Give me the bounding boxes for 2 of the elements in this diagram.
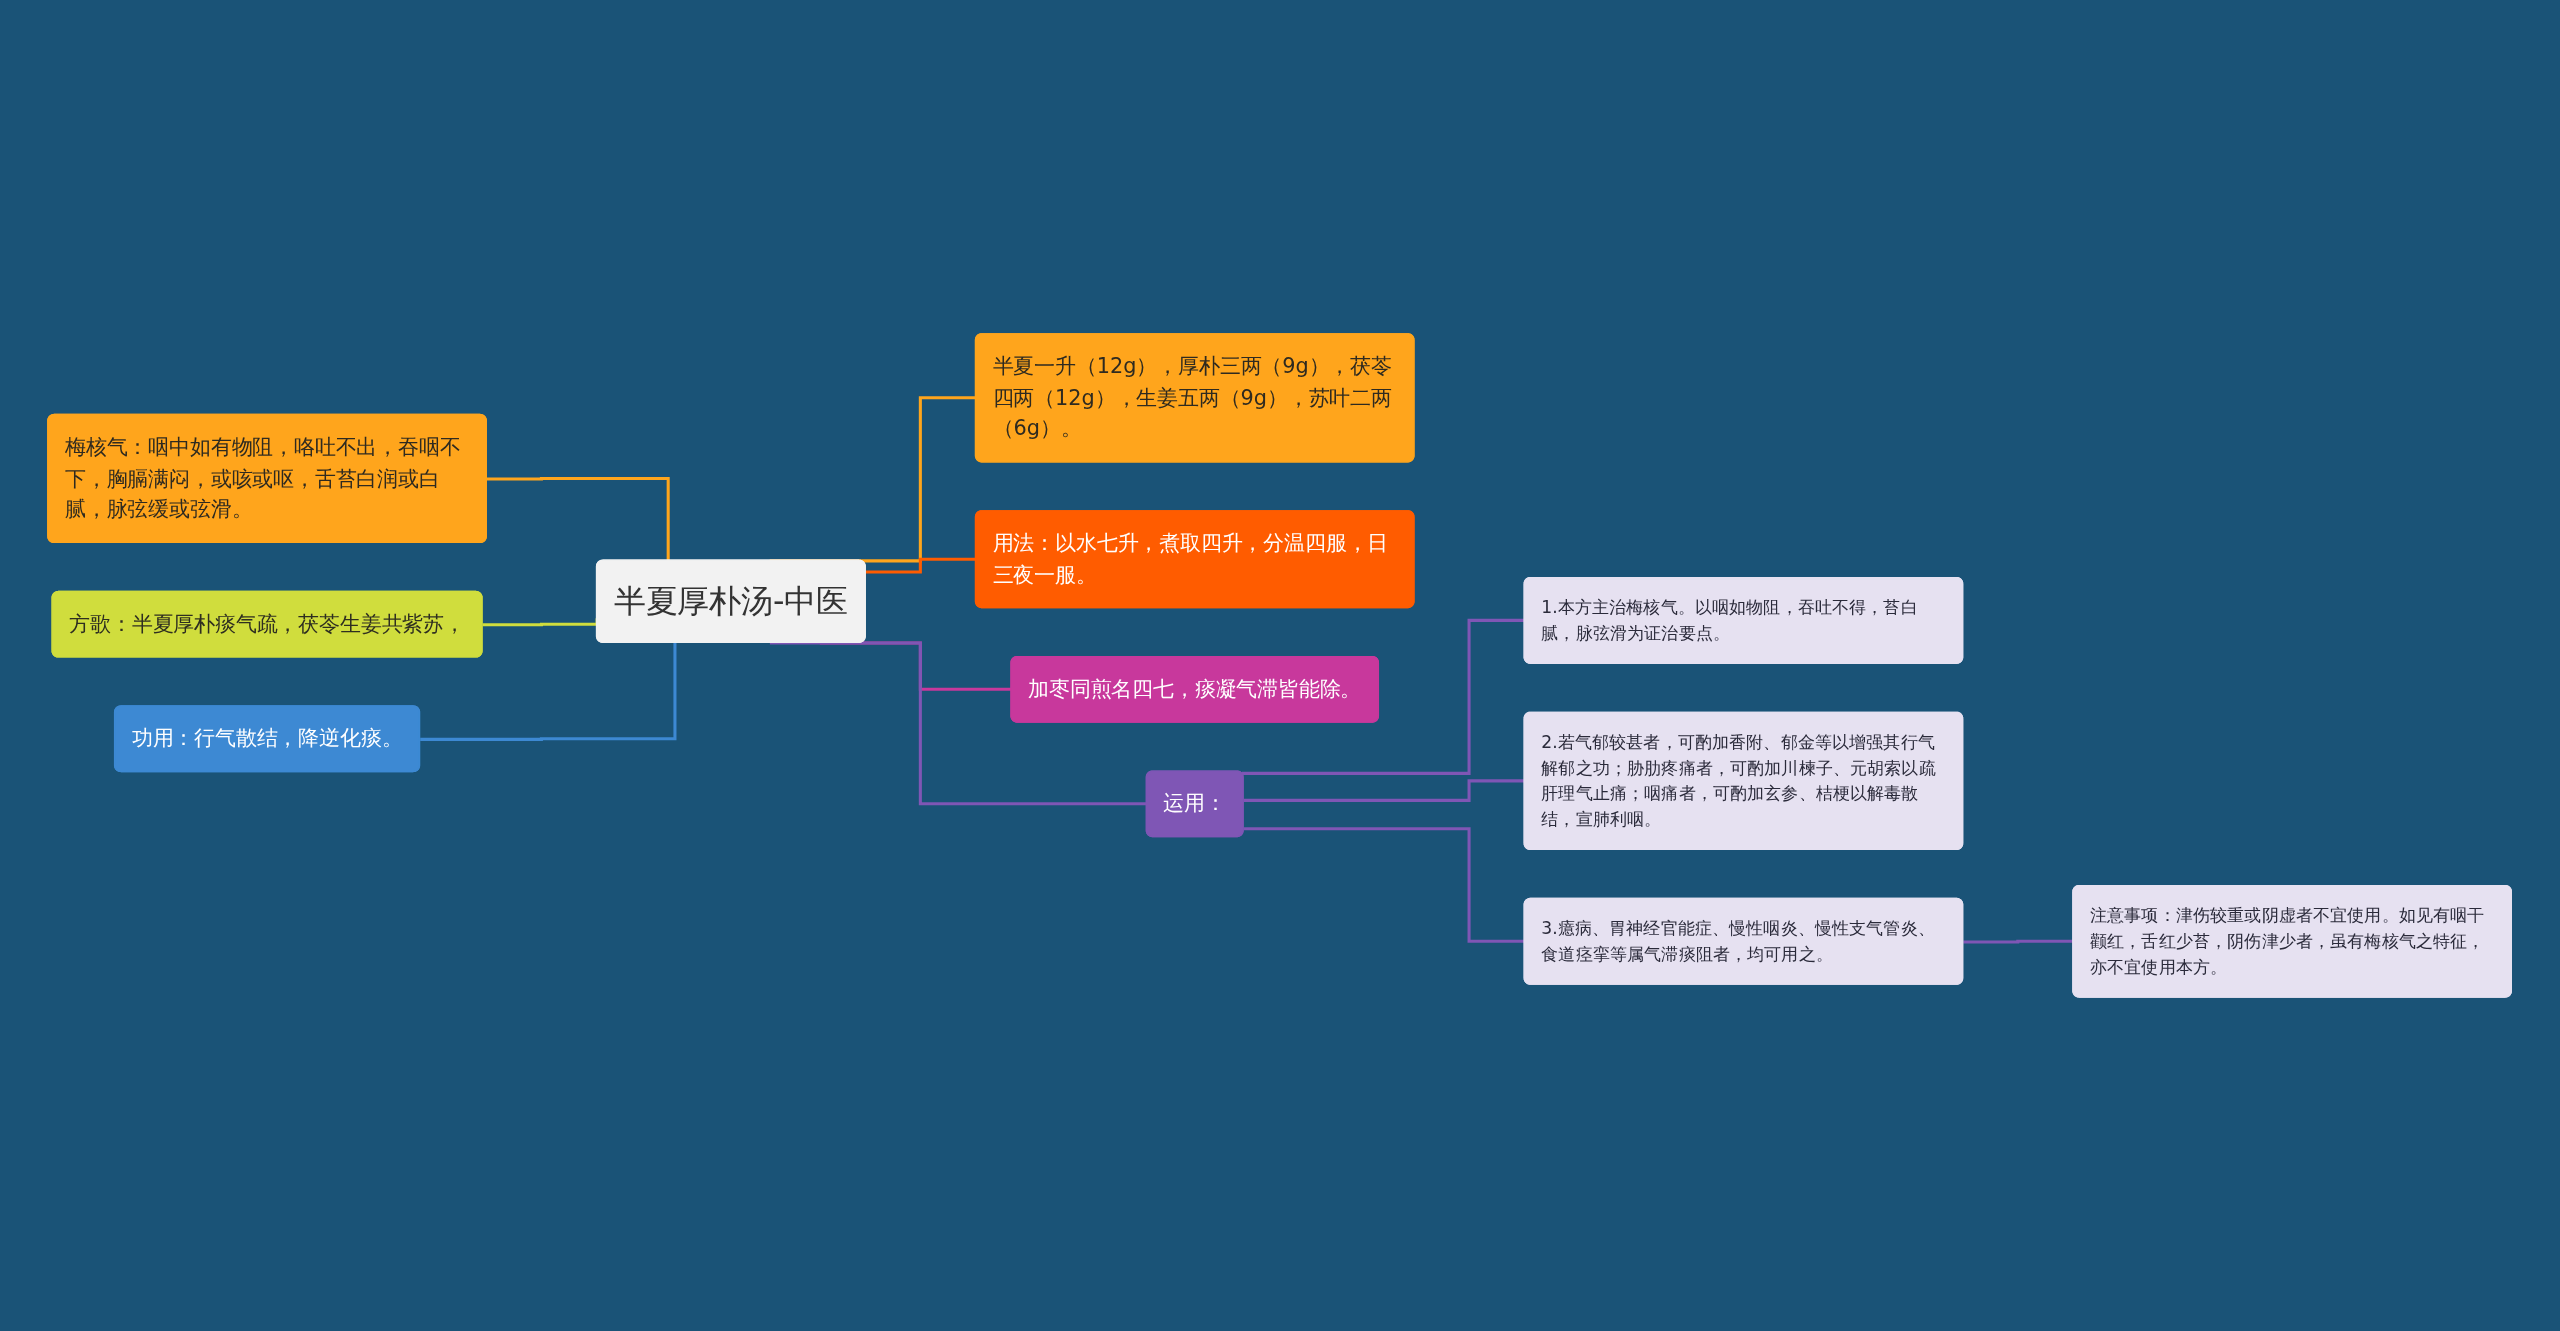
connector — [420, 643, 677, 741]
connector — [487, 477, 671, 561]
